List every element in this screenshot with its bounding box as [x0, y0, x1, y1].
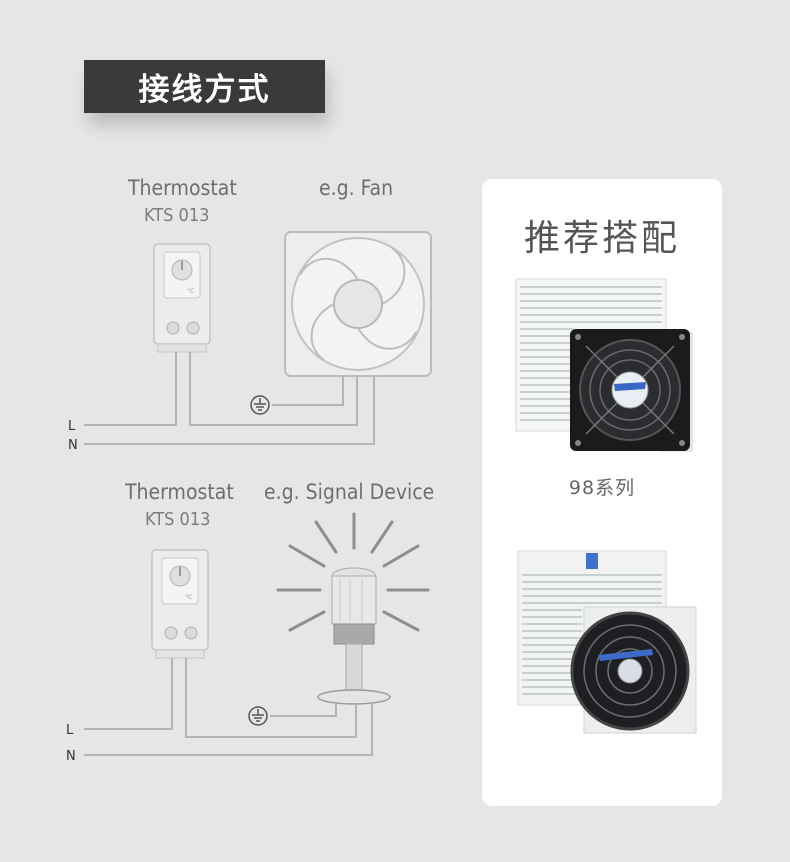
device-label-signal: e.g. Signal Device [264, 480, 435, 504]
wires-1 [84, 352, 375, 445]
ground-icon-1 [250, 395, 270, 415]
product-image-98-series [515, 278, 693, 452]
unit-text-2: °C [185, 594, 192, 601]
product-images [515, 278, 697, 734]
signal-light-device [276, 512, 430, 705]
wiring-diagram: °C L N °C [66, 231, 432, 764]
line-l-label-2: L [66, 723, 74, 738]
section-title-banner: 接线方式 [84, 60, 325, 113]
thermostat-model-1: KTS 013 [144, 205, 210, 226]
thermostat-device-2: °C [151, 549, 209, 659]
section-title: 接线方式 [138, 72, 271, 108]
line-n-label-2: N [66, 749, 76, 764]
thermostat-device-1: °C [153, 243, 211, 353]
line-l-label-1: L [68, 419, 76, 434]
thermostat-model-2: KTS 013 [145, 509, 211, 530]
unit-text-1: °C [187, 288, 194, 295]
ground-icon-2 [248, 706, 268, 726]
product-caption-98-series: 98系列 [568, 477, 636, 499]
device-label-fan: e.g. Fan [319, 176, 394, 200]
thermostat-label-2: Thermostat [125, 480, 234, 504]
thermostat-label-1: Thermostat [128, 176, 237, 200]
card-title: 推荐搭配 [523, 218, 680, 259]
product-image-filter-fan-2 [517, 550, 697, 734]
recommendation-card: 推荐搭配 [482, 179, 722, 806]
fan-device [284, 231, 432, 377]
wires-2 [84, 658, 373, 756]
line-n-label-1: N [68, 438, 78, 453]
